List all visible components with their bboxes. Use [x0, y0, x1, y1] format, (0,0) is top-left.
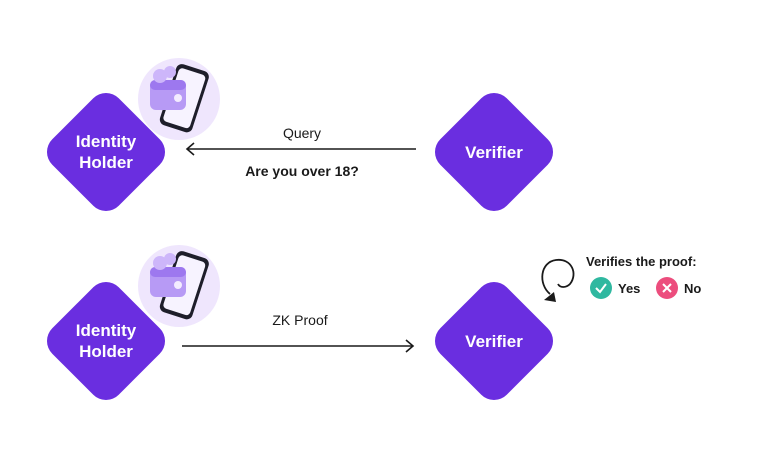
zk-proof-arrow	[182, 339, 415, 353]
check-icon	[590, 277, 612, 299]
verifier-label: Verifier	[465, 142, 523, 162]
identity-holder-node-top: Identity Holder	[36, 82, 176, 222]
no-label: No	[684, 280, 702, 296]
verifies-proof-title: Verifies the proof:	[586, 254, 697, 269]
identity-holder-node-bottom: Identity Holder	[36, 271, 176, 411]
verifier-node-bottom: Verifier	[424, 271, 564, 411]
phone-wallet-icon	[138, 245, 220, 327]
result-yes: Yes	[590, 277, 640, 299]
result-no: No	[656, 277, 701, 299]
loop-arrow-icon	[541, 259, 575, 302]
yes-label: Yes	[618, 280, 641, 296]
cross-icon	[656, 277, 678, 299]
verifier-node-top: Verifier	[424, 82, 564, 222]
query-label: Query	[282, 125, 322, 141]
identity-holder-label: Identity Holder	[75, 321, 137, 361]
query-arrow	[185, 142, 416, 156]
question-label: Are you over 18?	[245, 163, 359, 179]
phone-wallet-icon	[138, 58, 220, 140]
zk-proof-label: ZK Proof	[272, 312, 328, 328]
verifier-label: Verifier	[465, 331, 523, 351]
identity-holder-label: Identity Holder	[75, 132, 137, 172]
